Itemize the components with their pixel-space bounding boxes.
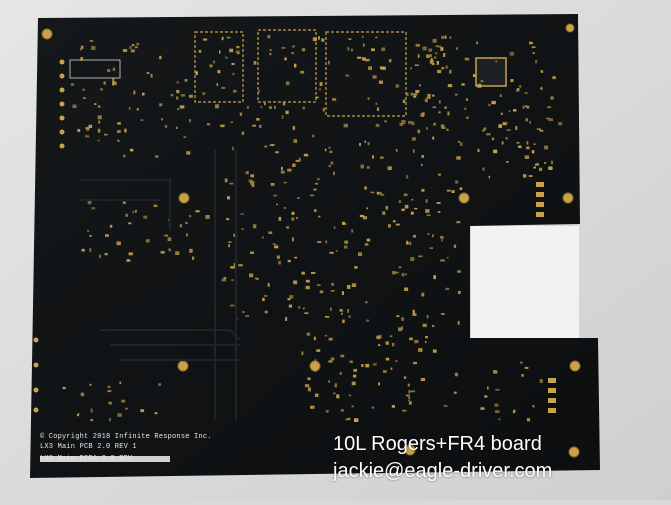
- pcb-board: [30, 14, 600, 478]
- board-cutout: [471, 226, 579, 338]
- board-title-overlay: 10L Rogers+FR4 board: [333, 433, 542, 455]
- email-overlay: jackie@eagle-driver.com: [333, 460, 553, 482]
- pcba-rev-silkscreen: LX3 Main PCBA 2.0 REV: [40, 455, 133, 463]
- copyright-silkscreen: © Copyright 2018 Infinite Response Inc.: [40, 433, 212, 441]
- pcb-rev-silkscreen: LX3 Main PCB 2.0 REV 1: [40, 443, 137, 451]
